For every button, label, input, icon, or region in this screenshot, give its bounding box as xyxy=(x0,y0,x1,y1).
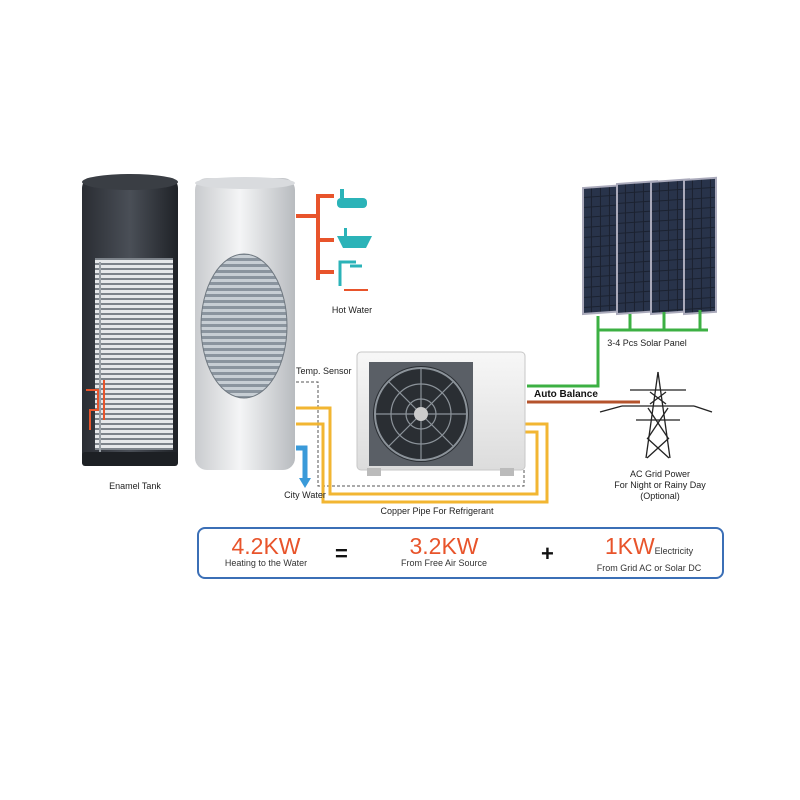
energy-equation-box: 4.2KW Heating to the Water = 3.2KW From … xyxy=(197,527,724,579)
heat-pump-unit xyxy=(356,351,526,476)
enamel-tank xyxy=(82,174,178,466)
grid-label-line-2: For Night or Rainy Day xyxy=(614,480,706,490)
air-source-caption: From Free Air Source xyxy=(400,558,488,568)
plus-sign: + xyxy=(541,541,554,566)
enamel-tank-label: Enamel Tank xyxy=(109,481,161,491)
solar-wiring xyxy=(527,310,708,388)
temp-sensor-line xyxy=(296,381,525,487)
bathtub-icon xyxy=(337,198,367,208)
total-heat-caption: Heating to the Water xyxy=(224,558,308,568)
shower-icon xyxy=(338,260,368,291)
power-pylon-icon xyxy=(599,371,713,459)
copper-pipes xyxy=(296,406,549,504)
total-heat-value: 4.2KW xyxy=(231,533,301,559)
city-water-label: City Water xyxy=(284,490,326,500)
grid-label-line-1: AC Grid Power xyxy=(629,469,691,479)
grid-label-line-3: (Optional) xyxy=(640,491,680,501)
auto-balance-label: Auto Balance xyxy=(534,389,598,400)
equals-sign: = xyxy=(335,541,348,566)
electricity-word: Electricity xyxy=(654,546,694,556)
hot-water-label: Hot Water xyxy=(331,305,373,315)
sink-icon xyxy=(337,236,372,248)
electricity-value: 1KW xyxy=(604,533,655,559)
solar-panels xyxy=(582,176,717,316)
air-source-value: 3.2KW xyxy=(409,533,479,559)
total-heat-term: 4.2KW Heating to the Water xyxy=(207,534,325,569)
city-water-pipe xyxy=(296,445,308,484)
solar-panel-4 xyxy=(683,176,717,316)
solar-panel-label: 3-4 Pcs Solar Panel xyxy=(607,338,687,348)
hot-water-outlets xyxy=(296,189,372,291)
air-source-term: 3.2KW From Free Air Source xyxy=(384,534,504,569)
grid-power-label: AC Grid Power For Night or Rainy Day (Op… xyxy=(598,469,722,502)
copper-pipe-label: Copper Pipe For Refrigerant xyxy=(380,506,494,516)
water-tank xyxy=(195,177,295,470)
temp-sensor-label: Temp. Sensor xyxy=(296,366,352,376)
electricity-term: 1KWElectricity From Grid AC or Solar DC xyxy=(579,534,719,574)
electricity-caption: From Grid AC or Solar DC xyxy=(596,563,702,573)
